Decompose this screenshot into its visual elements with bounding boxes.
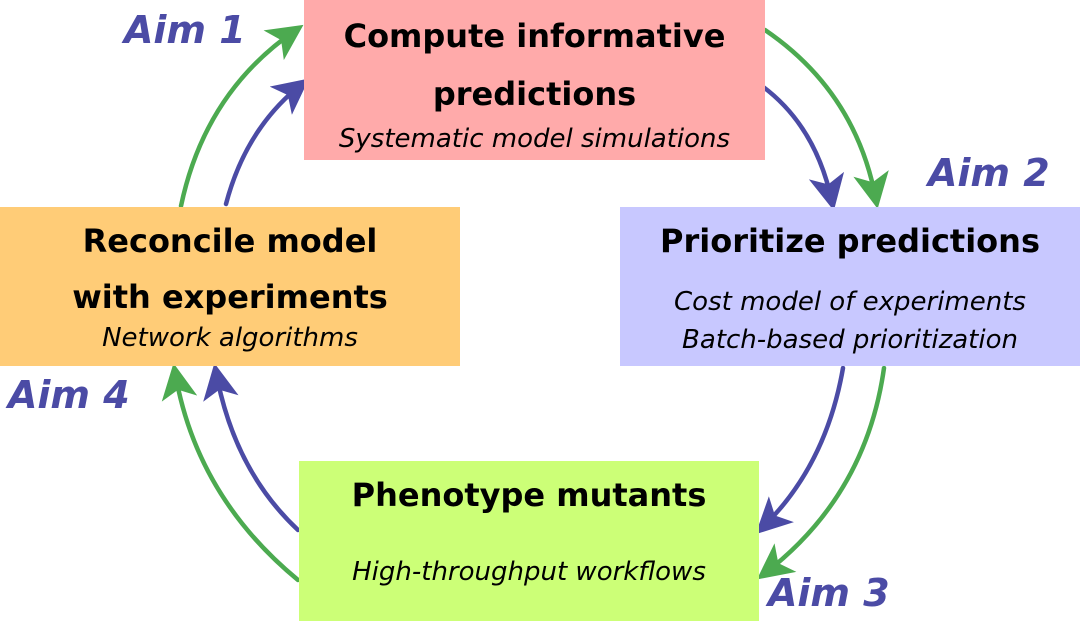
arrow-blue-aim2 bbox=[759, 83, 845, 211]
prioritize-subtitle-line1: Cost model of experiments bbox=[674, 287, 1026, 317]
compute-title-line2: predictions bbox=[432, 75, 637, 113]
reconcile-title-line2: with experiments bbox=[72, 278, 388, 316]
compute-subtitle: Systematic model simulations bbox=[338, 124, 731, 154]
arrow-blue-aim4 bbox=[203, 363, 301, 533]
reconcile-model-box: Reconcile model with experiments Network… bbox=[0, 207, 460, 366]
phenotype-subtitle: High-throughput workflows bbox=[352, 557, 706, 587]
phenotype-title: Phenotype mutants bbox=[351, 476, 707, 514]
reconcile-title-line1: Reconcile model bbox=[82, 222, 378, 260]
arrow-green-aim4 bbox=[161, 363, 301, 583]
arrow-blue-aim1 bbox=[223, 78, 310, 207]
arrow-green-aim2 bbox=[762, 27, 889, 209]
phenotype-mutants-box: Phenotype mutants High-throughput workfl… bbox=[299, 461, 759, 621]
aim-1-label: Aim 1 bbox=[124, 8, 246, 52]
arrow-green-aim3 bbox=[756, 365, 887, 580]
aim-2-label: Aim 2 bbox=[928, 151, 1050, 195]
compute-title-line1: Compute informative bbox=[343, 17, 726, 55]
prioritize-title: Prioritize predictions bbox=[660, 222, 1040, 260]
aim-3-label: Aim 3 bbox=[768, 571, 890, 615]
prioritize-subtitle-line2: Batch-based prioritization bbox=[682, 325, 1018, 355]
aim-4-label: Aim 4 bbox=[8, 373, 130, 417]
prioritize-predictions-box: Prioritize predictions Cost model of exp… bbox=[620, 207, 1080, 366]
compute-predictions-box: Compute informative predictions Systemat… bbox=[304, 0, 765, 160]
arrow-blue-aim3 bbox=[755, 365, 846, 535]
reconcile-subtitle: Network algorithms bbox=[102, 323, 358, 353]
arrow-green-aim1 bbox=[178, 24, 304, 209]
